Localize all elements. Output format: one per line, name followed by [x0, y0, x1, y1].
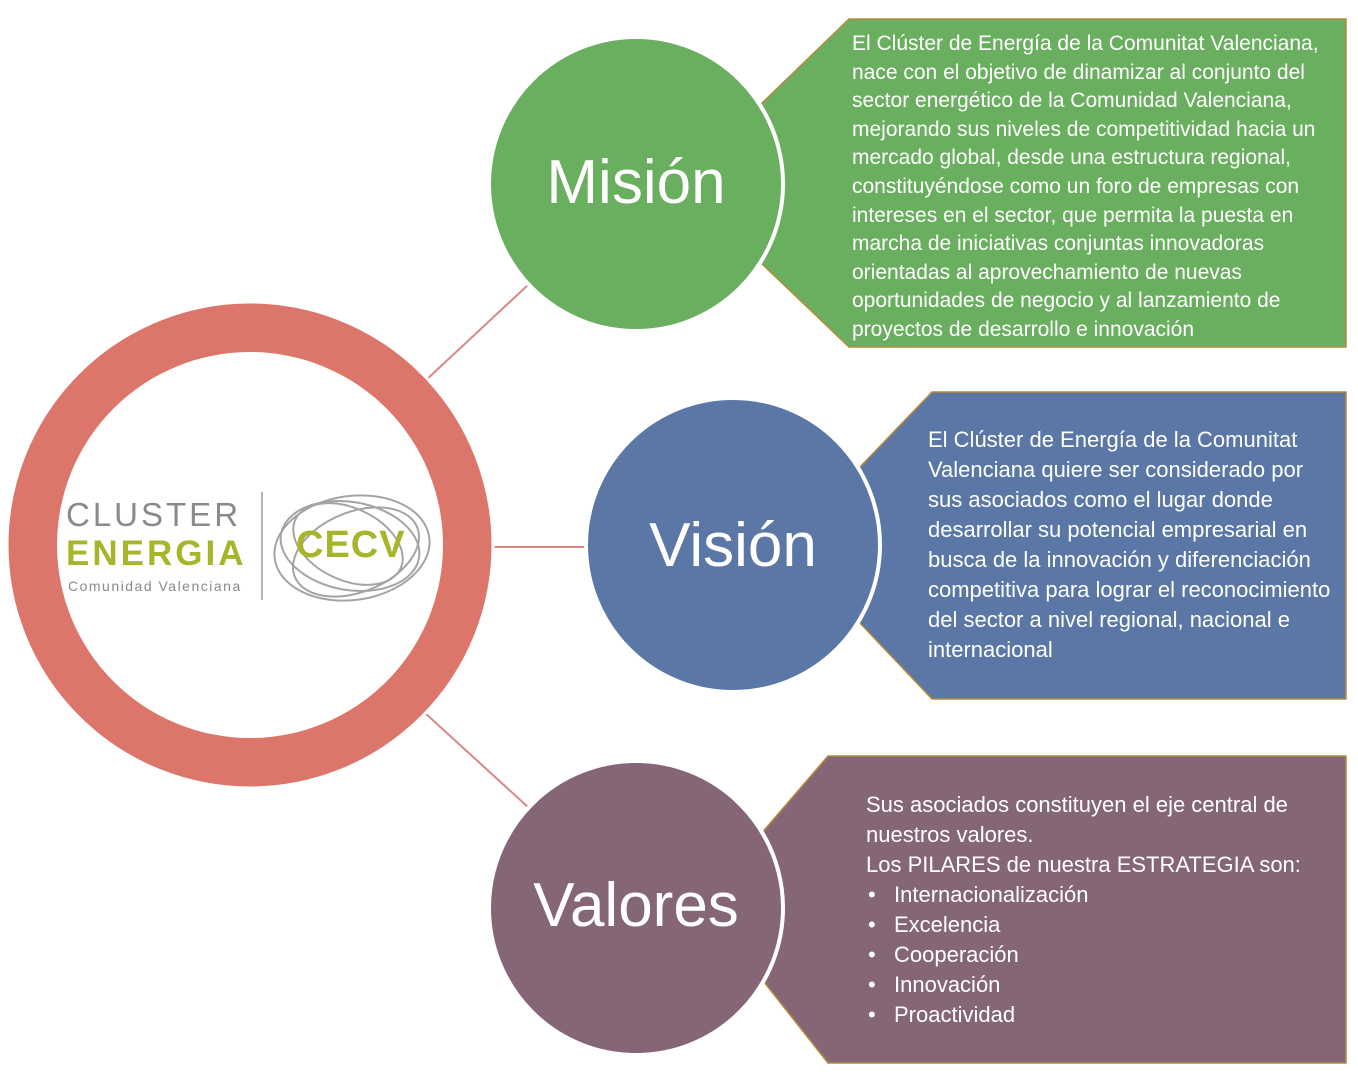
- connector-mision: [424, 283, 530, 382]
- bullet-icon: •: [868, 1002, 876, 1027]
- mision-description: El Clúster de Energía de la Comunitat Va…: [852, 32, 1319, 341]
- pillar-label: Proactividad: [894, 1002, 1016, 1027]
- pillar-label: Innovación: [894, 972, 1001, 997]
- bullet-icon: •: [868, 912, 876, 937]
- bullet-icon: •: [868, 942, 876, 967]
- vision-circle: [584, 396, 882, 694]
- pillar-label: Excelencia: [894, 912, 1001, 937]
- vision-description: El Clúster de Energía de la Comunitat Va…: [928, 427, 1331, 662]
- pillar-label: Cooperación: [894, 942, 1019, 967]
- valores-intro-2: Los PILARES de nuestra ESTRATEGIA son:: [866, 852, 1301, 877]
- mision-label: Misión: [546, 148, 726, 217]
- bullet-icon: •: [868, 972, 876, 997]
- logo-energia-text: ENERGIA: [66, 534, 247, 573]
- pillars-list: • Internacionalización • Excelencia • Coope…: [866, 880, 1336, 1030]
- connector-valores: [424, 712, 530, 809]
- intertwined-rings-icon: [273, 494, 431, 602]
- logo-cluster-text: CLUSTER: [66, 496, 242, 533]
- valores-circle: [487, 759, 785, 1057]
- vision-label: Visión: [649, 511, 817, 580]
- logo-cecv-text: CECV: [296, 524, 406, 566]
- pillar-label: Internacionalización: [894, 882, 1089, 907]
- pillar-item: • Cooperación: [866, 940, 1336, 970]
- bullet-icon: •: [868, 882, 876, 907]
- pillar-item: • Excelencia: [866, 910, 1336, 940]
- valores-label: Valores: [533, 871, 739, 940]
- hub-inner: [57, 352, 443, 738]
- pillar-item: • Innovación: [866, 970, 1336, 1000]
- logo-comunidad-text: Comunidad Valenciana: [68, 578, 242, 594]
- pillar-item: • Proactividad: [866, 1000, 1336, 1030]
- valores-description: Sus asociados constituyen el eje central…: [866, 790, 1336, 1030]
- pillar-item: • Internacionalización: [866, 880, 1336, 910]
- mision-circle: [487, 35, 785, 333]
- valores-intro-1: Sus asociados constituyen el eje central…: [866, 792, 1288, 847]
